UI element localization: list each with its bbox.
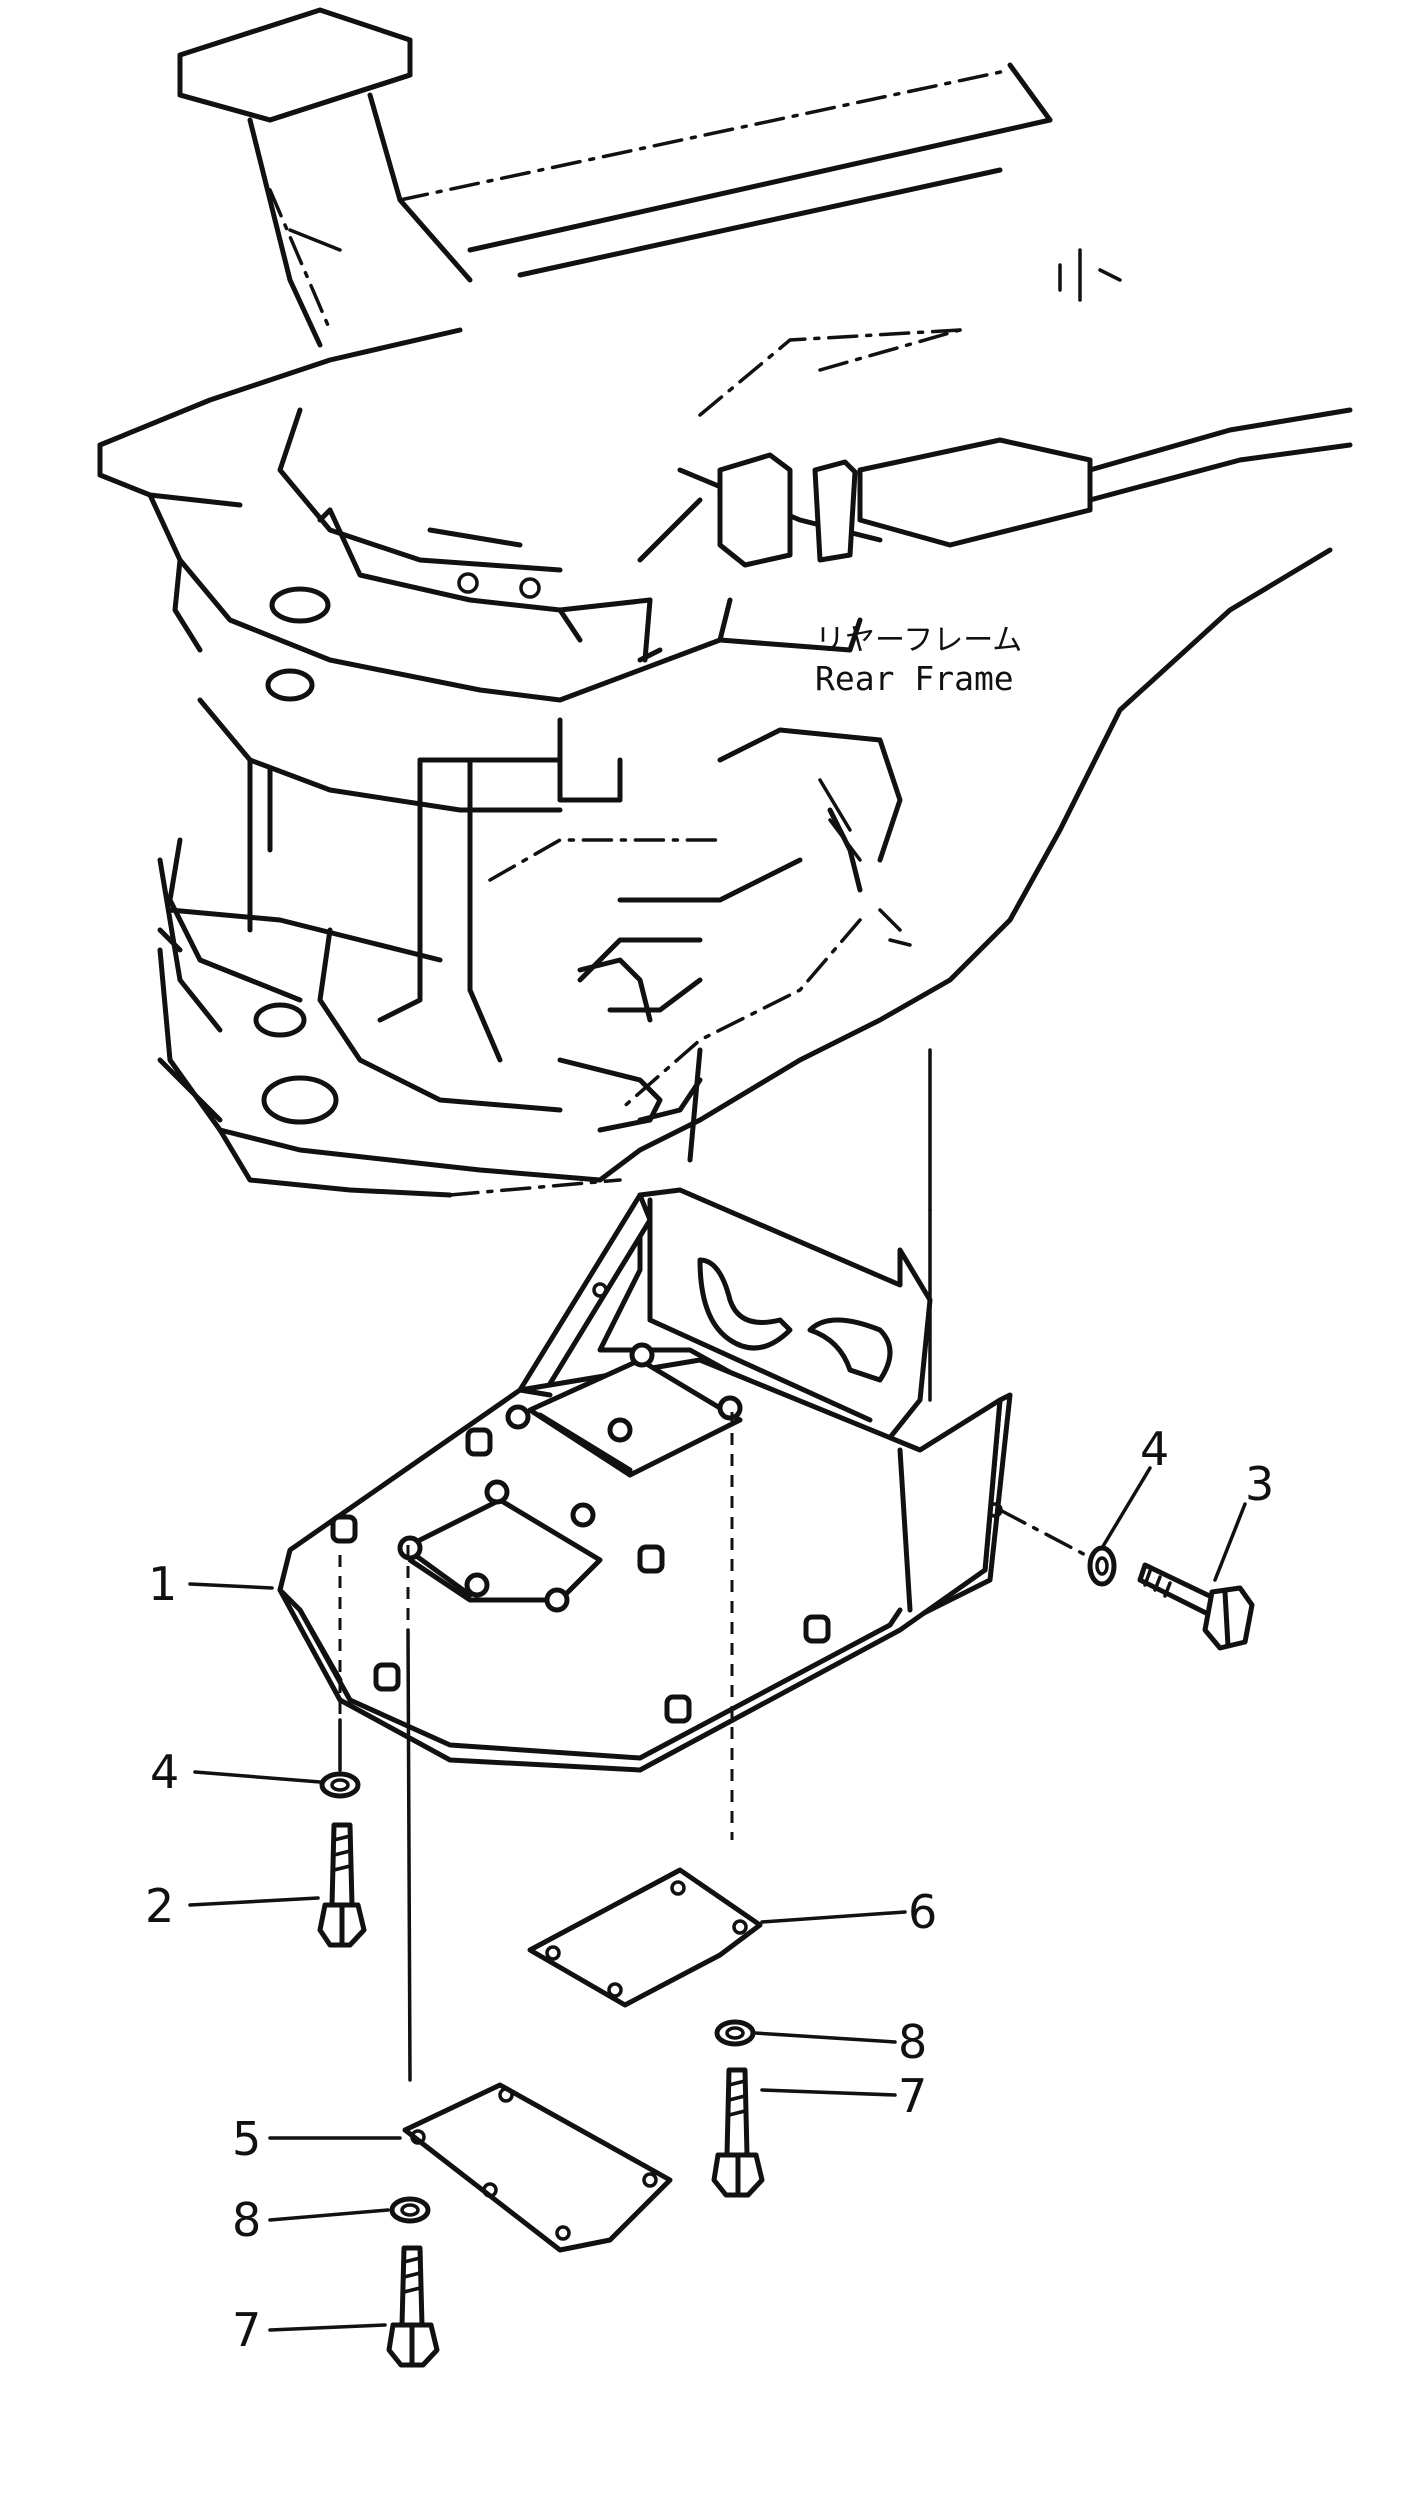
callout-8-right: 8	[898, 2015, 927, 2069]
callout-5: 5	[232, 2112, 261, 2166]
frame-label-en: Rear Frame	[815, 659, 1014, 698]
bolt-2	[317, 1822, 367, 1948]
frame-label: リヤーフレーム Rear Frame	[815, 623, 1022, 698]
callout-4-upper: 4	[1140, 1422, 1169, 1476]
callout-7-left: 7	[232, 2303, 261, 2357]
bolt-7-right	[711, 2067, 765, 2198]
washer-4-lower	[319, 1771, 361, 1799]
guard-plate	[277, 1187, 1013, 1773]
weld-nuts	[330, 1342, 831, 1724]
washer-8-left	[389, 2196, 431, 2224]
callout-8-left: 8	[232, 2193, 261, 2247]
bolt-3	[1137, 1562, 1255, 1651]
callout-2: 2	[145, 1879, 174, 1933]
callout-1: 1	[148, 1557, 177, 1611]
cover-plate-6	[527, 1867, 763, 2008]
callout-6: 6	[908, 1885, 937, 1939]
callout-4-lower: 4	[150, 1745, 179, 1799]
washer-4-upper	[1087, 1545, 1117, 1587]
washer-8-right	[714, 2019, 756, 2047]
callout-3: 3	[1245, 1457, 1274, 1511]
bolt-7-left	[386, 2245, 440, 2368]
frame-label-jp: リヤーフレーム	[815, 623, 1022, 658]
rear-frame	[97, 7, 1353, 1198]
callout-7-right: 7	[898, 2069, 927, 2123]
callout-numbers: 1 4 2 4 3 6 8 7 5 8 7	[145, 1422, 1274, 2357]
leader-lines	[188, 1466, 1247, 2332]
cover-plate-5	[402, 2082, 673, 2253]
